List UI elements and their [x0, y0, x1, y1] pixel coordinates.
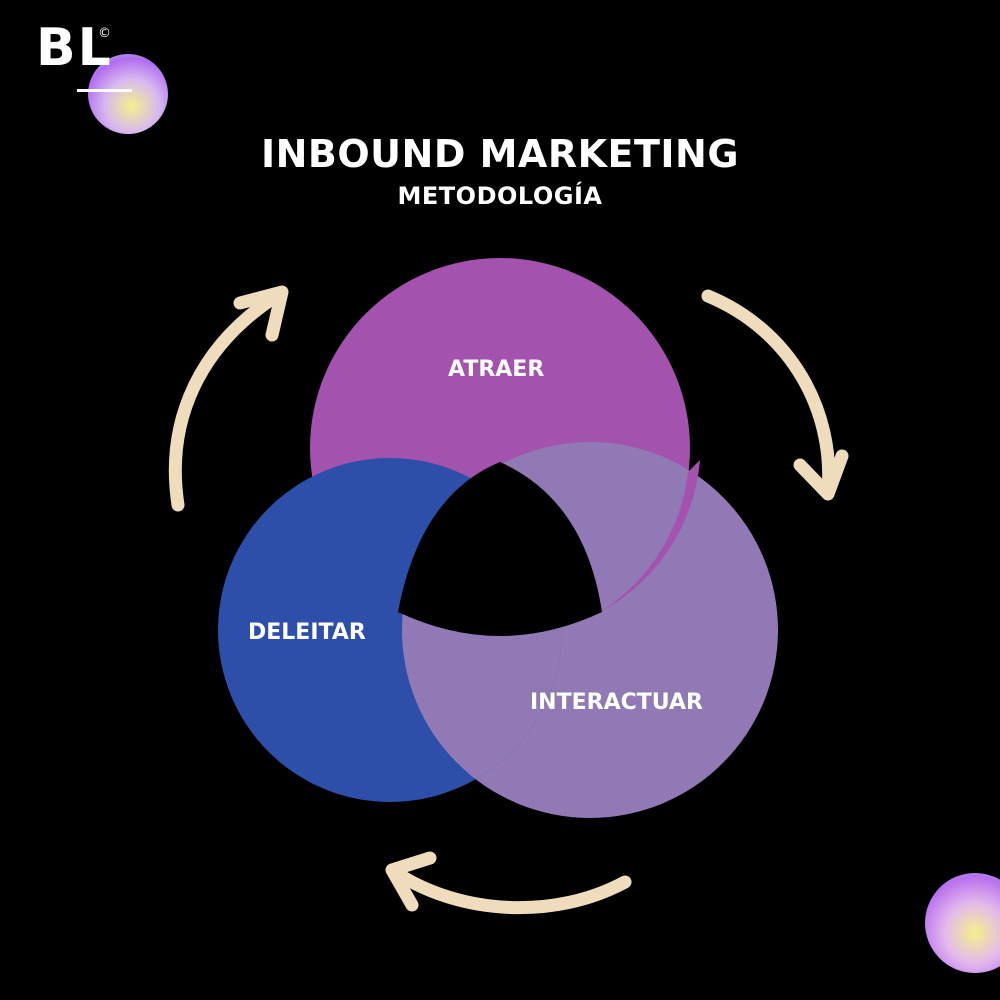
arrow-bottom-left	[388, 865, 632, 915]
arrowhead-bottom-left	[385, 851, 437, 912]
brand-logo: BL	[36, 18, 113, 78]
arrow-right-down	[701, 289, 836, 499]
copyright-mark: ©	[98, 26, 111, 41]
stage-label-deleitar: DELEITAR	[248, 620, 366, 645]
stage-overlap-atraer	[600, 460, 700, 612]
page-subtitle: METODOLOGÍA	[397, 182, 603, 210]
stage-label-interactuar: INTERACTUAR	[530, 690, 703, 715]
arrowhead-left-up	[233, 285, 289, 342]
center-hole	[398, 462, 602, 636]
decorative-orb-bottom	[925, 873, 1000, 973]
cycle-arrows	[168, 285, 849, 915]
logo-underline	[77, 89, 132, 92]
arrow-left-up	[168, 288, 285, 512]
decorative-orb-top	[88, 54, 168, 134]
arrowhead-right-down	[793, 449, 849, 501]
stage-label-atraer: ATRAER	[448, 357, 545, 382]
page-title: INBOUND MARKETING	[260, 132, 740, 176]
